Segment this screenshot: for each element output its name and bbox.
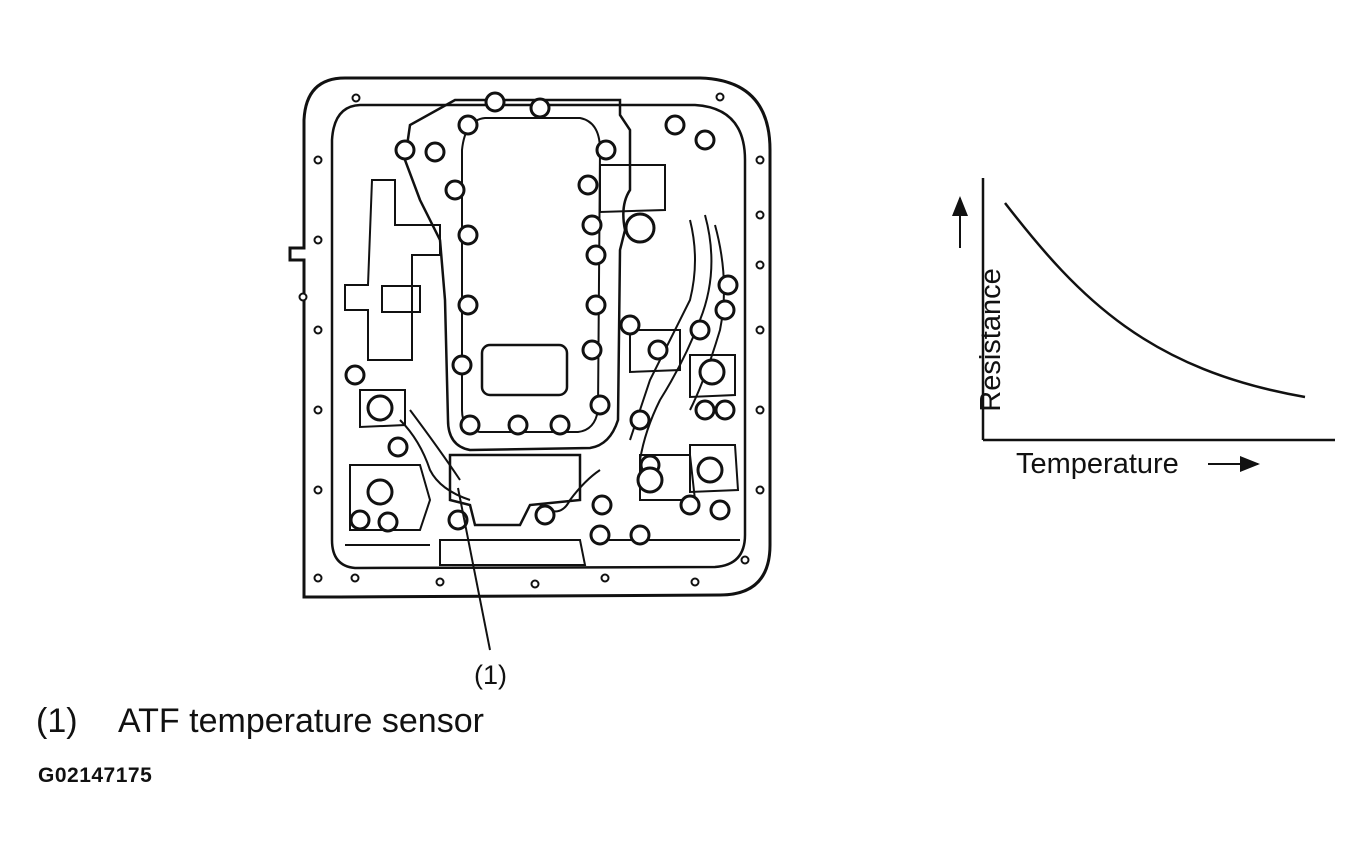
pan-perimeter-holes [298, 92, 765, 589]
figure-code: G02147175 [38, 764, 153, 787]
bolt-heads [344, 91, 739, 546]
y-axis-label: Resistance [975, 268, 1008, 412]
callout-leader-line [457, 487, 491, 651]
callout-number: (1) [474, 660, 507, 690]
valve-body-illustration [288, 76, 772, 599]
resistance-temperature-graph [952, 178, 1335, 472]
legend-text: ATF temperature sensor [118, 702, 484, 740]
resistance-curve [1004, 202, 1306, 399]
x-axis-label: Temperature [1016, 448, 1179, 480]
legend-number: (1) [36, 702, 78, 740]
